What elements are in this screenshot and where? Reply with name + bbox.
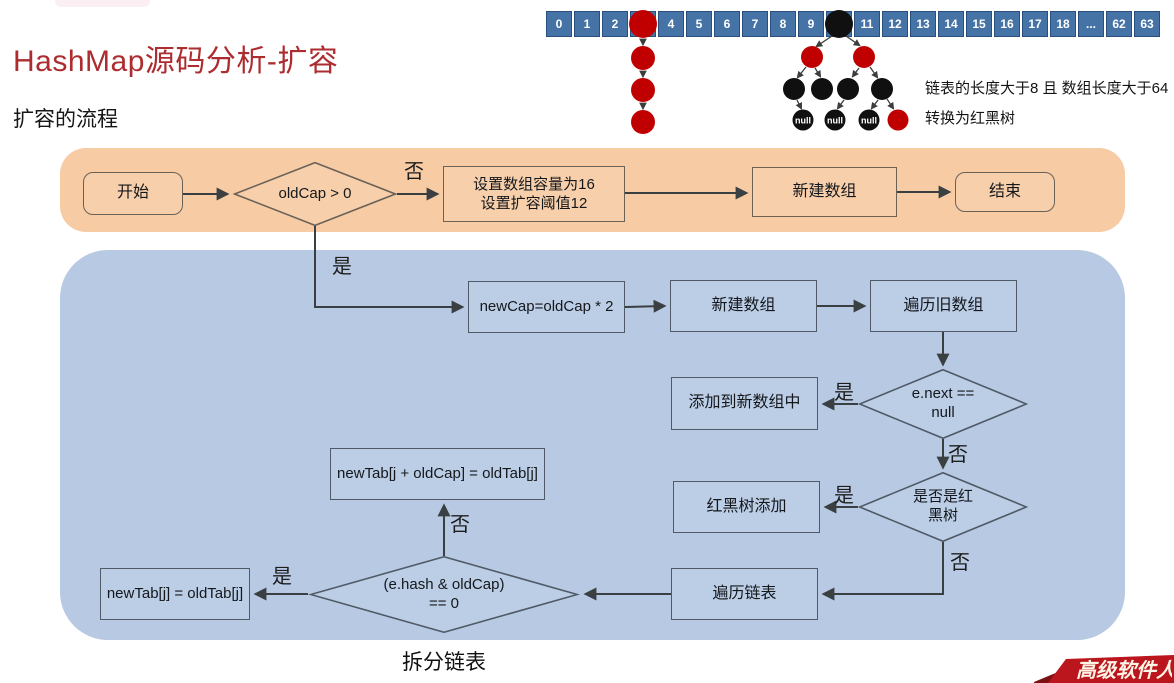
page-title: HashMap源码分析-扩容: [13, 45, 339, 78]
set-capacity-line2: 设置扩容阈值12: [480, 195, 588, 212]
cond-enext-line2: null: [931, 404, 955, 421]
set-capacity-line1: 设置数组容量为16: [473, 175, 595, 193]
array-cell: 7: [742, 11, 768, 37]
cond-ehash-label: (e.hash & oldCap) == 0: [384, 576, 505, 614]
array-cell: 62: [1106, 11, 1132, 37]
null-label: null: [795, 116, 811, 126]
branch-yes-label: 是: [332, 256, 352, 278]
iterate-old-array-node: 遍历旧数组: [870, 280, 1017, 332]
diamond-shape: [858, 369, 1028, 439]
iterate-old-label: 遍历旧数组: [903, 296, 984, 314]
newcap-node: newCap=oldCap * 2: [468, 281, 625, 333]
tree-node-black: [811, 78, 833, 100]
brand-ribbon: 高级软件人: [1032, 654, 1174, 683]
tree-node-red: [853, 46, 875, 68]
newcap-label: newCap=oldCap * 2: [479, 298, 614, 316]
rbtree-add-node: 红黑树添加: [673, 481, 820, 533]
array-cell: 14: [938, 11, 964, 37]
add-to-new-array-node: 添加到新数组中: [671, 377, 818, 430]
branch-no-label: 否: [948, 444, 968, 466]
array-cell: 0: [546, 11, 572, 37]
treeify-condition-text: 链表的长度大于8 且 数组长度大于64: [925, 80, 1169, 97]
new-array-node-init: 新建数组: [752, 167, 897, 217]
null-label: null: [827, 116, 843, 126]
new-array-init-label: 新建数组: [792, 182, 857, 200]
newtab-node: newTab[j] = oldTab[j]: [100, 568, 250, 620]
add-to-new-label: 添加到新数组中: [688, 394, 801, 412]
cond-oldcap-label: oldCap > 0: [278, 184, 352, 202]
array-cell: 5: [686, 11, 712, 37]
cond-oldcap-diamond: oldCap > 0: [233, 162, 397, 226]
array-cell: 16: [994, 11, 1020, 37]
branch-no-label: 否: [950, 552, 970, 574]
page-subtitle: 扩容的流程: [13, 108, 118, 131]
array-cell: 63: [1134, 11, 1160, 37]
array-cell: 6: [714, 11, 740, 37]
rbtree-add-label: 红黑树添加: [706, 497, 787, 515]
cond-ehash-line1: (e.hash & oldCap): [383, 575, 505, 593]
array-cell: [826, 11, 852, 37]
array-cell: 4: [658, 11, 684, 37]
tree-leaf-null: [858, 109, 880, 131]
array-cell: 1: [574, 11, 600, 37]
diamond-shape: [233, 162, 397, 226]
diamond-shape: [858, 472, 1028, 542]
newtab-plus-node: newTab[j + oldCap] = oldTab[j]: [330, 448, 545, 500]
branch-yes-label: 是: [834, 382, 854, 404]
list-node-red: [631, 46, 655, 70]
end-label: 结束: [988, 182, 1021, 200]
tree-node-black: [783, 78, 805, 100]
start-label: 开始: [116, 184, 149, 202]
bucket-array: 0 1 2 4 5 6 7 8 9 11 12 13 14 15 16 17 1…: [546, 11, 1160, 37]
array-cell: 18: [1050, 11, 1076, 37]
branch-yes-label: 是: [834, 485, 854, 507]
tree-leaf-null: [824, 109, 846, 131]
tree-node-black: [837, 78, 859, 100]
split-list-caption: 拆分链表: [402, 651, 486, 674]
list-node-red: [631, 110, 655, 134]
new-array-resize-label: 新建数组: [711, 296, 776, 314]
tree-node-red: [801, 46, 823, 68]
iterate-list-label: 遍历链表: [712, 584, 777, 602]
branch-no-label: 否: [404, 161, 424, 183]
newtab-plus-label: newTab[j + oldCap] = oldTab[j]: [337, 465, 538, 483]
array-cell: 17: [1022, 11, 1048, 37]
array-cell: 9: [798, 11, 824, 37]
cond-rbtree-line2: 黑树: [927, 507, 958, 524]
branch-no-label: 否: [450, 514, 470, 536]
treeify-result-text: 转换为红黑树: [925, 110, 1016, 127]
end-node: 结束: [955, 172, 1055, 212]
iterate-list-node: 遍历链表: [671, 568, 818, 620]
brand-ribbon-text: 高级软件人: [1076, 660, 1172, 682]
diamond-shape: [308, 556, 580, 633]
array-cell: ...: [1078, 11, 1104, 37]
cond-rbtree-line1: 是否是红: [912, 488, 973, 506]
tree-leaf-null: [792, 109, 814, 131]
cond-enext-line1: e.next ==: [911, 385, 975, 403]
cond-ehash-diamond: (e.hash & oldCap) == 0: [308, 556, 580, 633]
cond-rbtree-label: 是否是红 黑树: [913, 488, 973, 526]
tree-leaf-red: [887, 109, 909, 131]
tree-node-black: [871, 78, 893, 100]
cond-enext-diamond: e.next == null: [858, 369, 1028, 439]
ribbon-shape: [1034, 655, 1174, 683]
cond-enext-label: e.next == null: [912, 385, 975, 423]
array-cell: 8: [770, 11, 796, 37]
branch-yes-label: 是: [272, 566, 292, 588]
new-array-node-resize: 新建数组: [670, 280, 817, 332]
top-edge-artifact: [55, 0, 150, 7]
cond-rbtree-diamond: 是否是红 黑树: [858, 472, 1028, 542]
null-label: null: [861, 116, 877, 126]
cond-ehash-line2: == 0: [428, 594, 460, 612]
array-cell: [630, 11, 656, 37]
set-capacity-node: 设置数组容量为16 设置扩容阈值12: [443, 166, 625, 222]
newtab-label: newTab[j] = oldTab[j]: [106, 585, 244, 603]
array-cell: 11: [854, 11, 880, 37]
list-node-red: [631, 78, 655, 102]
array-cell: 2: [602, 11, 628, 37]
start-node: 开始: [83, 172, 183, 215]
array-cell: 15: [966, 11, 992, 37]
array-cell: 12: [882, 11, 908, 37]
array-cell: 13: [910, 11, 936, 37]
